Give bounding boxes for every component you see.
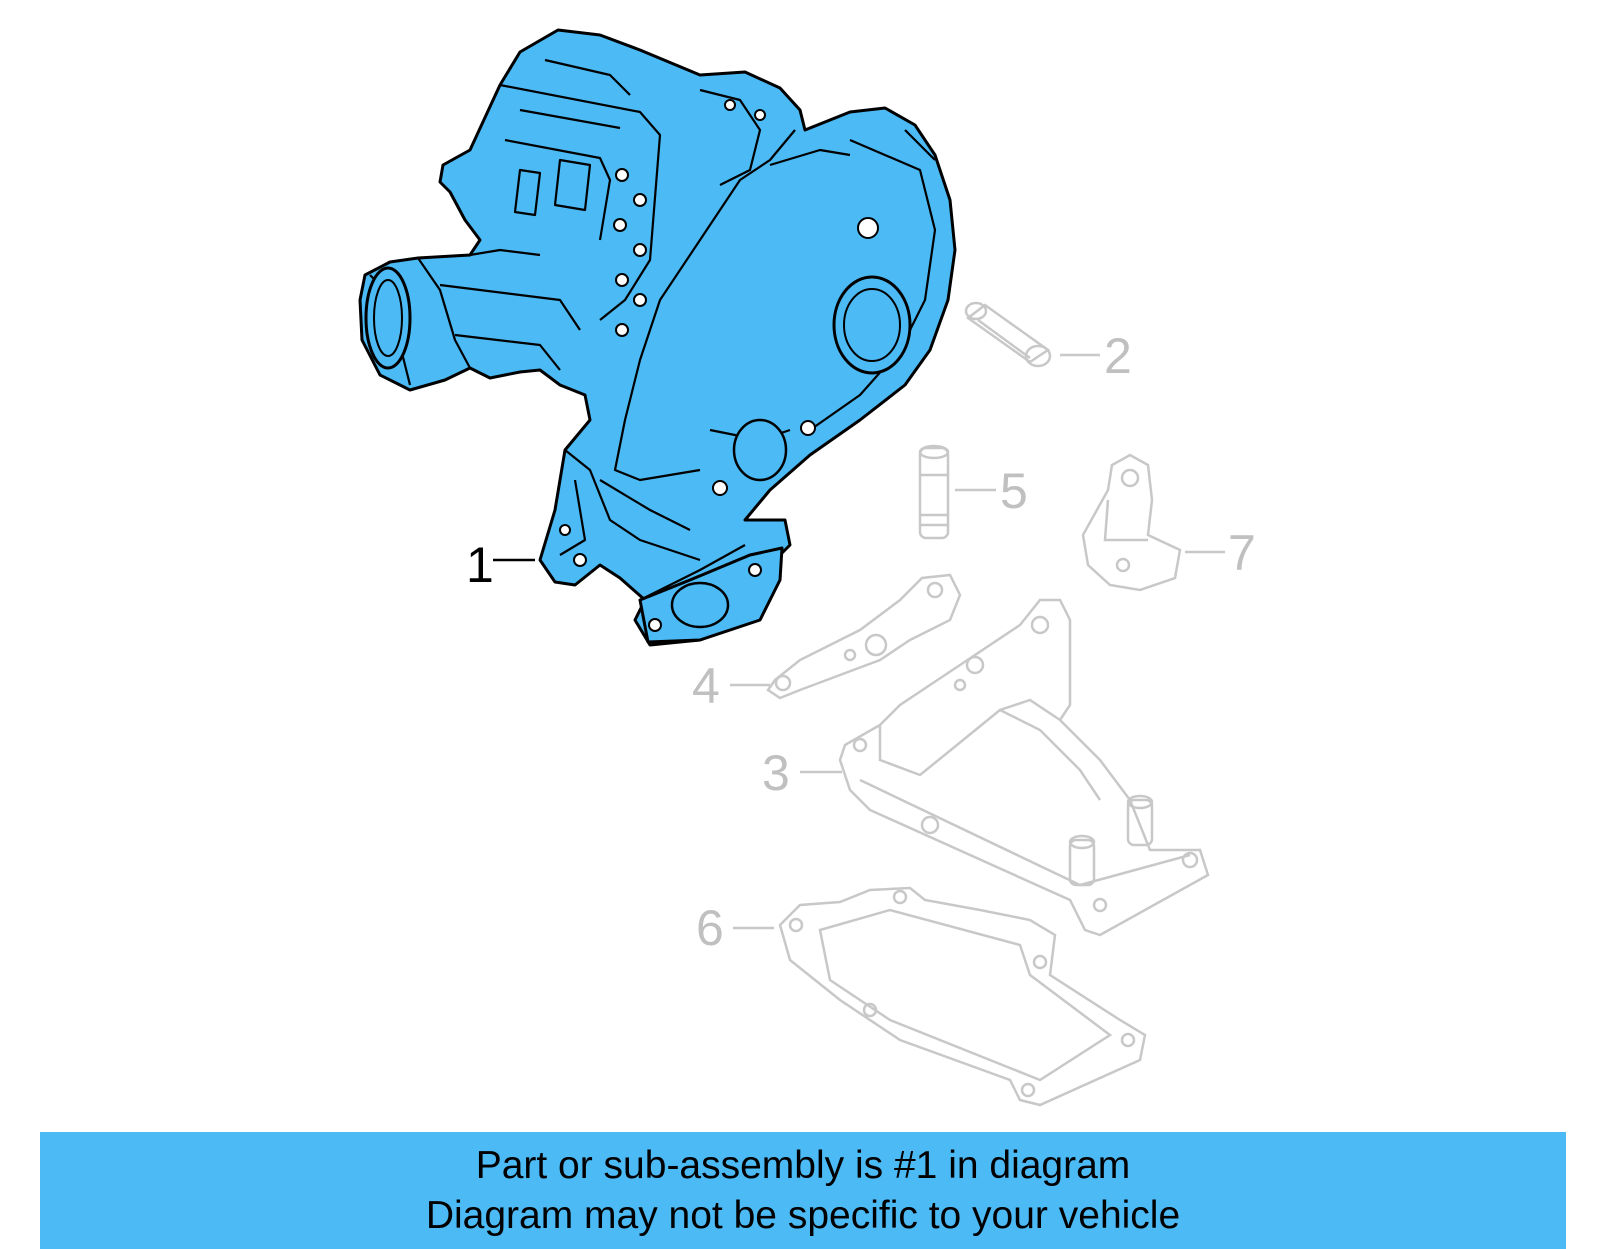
part-4-gasket[interactable] bbox=[766, 573, 962, 700]
part-3-oil-cooler[interactable] bbox=[838, 598, 1210, 937]
part-1-turbocharger[interactable] bbox=[358, 28, 957, 647]
callout-label-3: 3 bbox=[762, 745, 790, 801]
part-5-dowel[interactable] bbox=[918, 444, 950, 540]
callout-label-2: 2 bbox=[1104, 328, 1132, 384]
parts-diagram: 1 2 3 4 5 6 7 bbox=[358, 28, 1256, 1107]
callout-label-5: 5 bbox=[1000, 463, 1028, 519]
callout-label-6: 6 bbox=[696, 900, 724, 956]
banner-line-2: Diagram may not be specific to your vehi… bbox=[425, 1193, 1181, 1237]
callout-label-1: 1 bbox=[466, 537, 494, 593]
part-6-cooler-gasket[interactable] bbox=[778, 886, 1147, 1107]
callout-label-4: 4 bbox=[692, 658, 720, 714]
part-2-pin[interactable] bbox=[964, 301, 1052, 368]
part-7-bracket[interactable] bbox=[1081, 453, 1182, 592]
banner-line-1: Part or sub-assembly is #1 in diagram bbox=[475, 1143, 1131, 1187]
callout-label-7: 7 bbox=[1228, 525, 1256, 581]
info-banner: Part or sub-assembly is #1 in diagram Di… bbox=[40, 1132, 1566, 1249]
